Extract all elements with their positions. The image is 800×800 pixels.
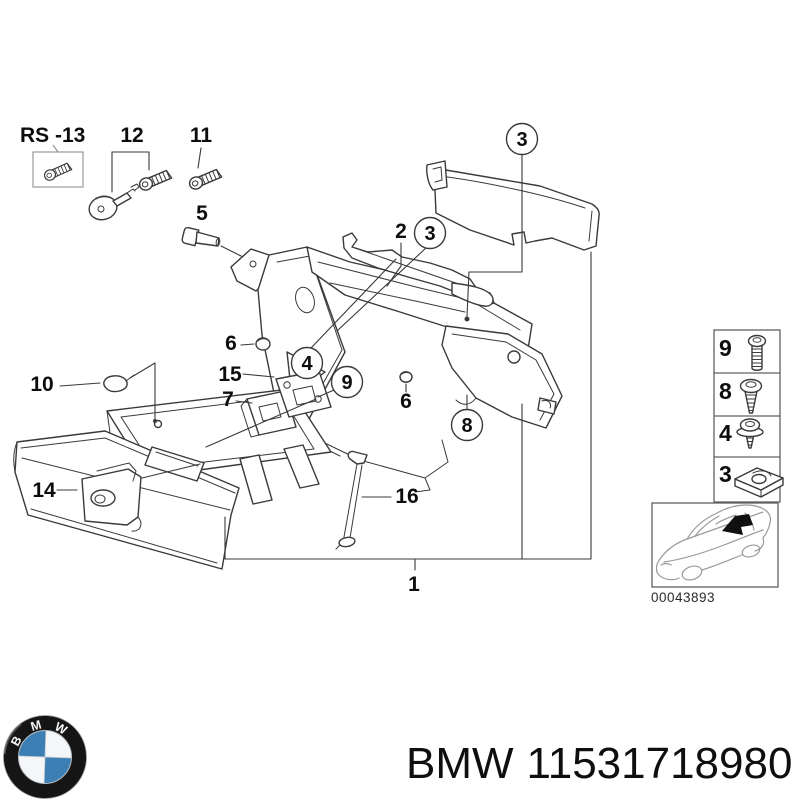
callout-1: 1 — [408, 573, 420, 596]
callout-5: 5 — [196, 202, 208, 225]
car-outline — [655, 504, 772, 581]
right-end-panel — [441, 325, 563, 429]
bmw-logo: B M W — [3, 715, 87, 799]
callout-7: 7 — [222, 388, 234, 411]
brand-text: BMW — [406, 739, 514, 788]
tapping-screw-icon — [739, 378, 763, 414]
logo-letter-m: M — [29, 718, 43, 734]
callout-16: 16 — [395, 485, 418, 508]
callout-11: 11 — [190, 124, 213, 147]
callout-labels: 6 6 15 7 10 14 16 2 1 3 3 4 9 8 — [30, 122, 539, 596]
svg-text:4: 4 — [301, 353, 313, 375]
part-number: 11531718980 — [527, 739, 793, 788]
footer: B M W BMW 11531718980 — [3, 715, 792, 799]
leader-lines — [56, 154, 592, 571]
circled-callout-4: 4 — [290, 346, 324, 380]
callout-12: 12 — [120, 124, 143, 147]
image-code: 00043893 — [651, 590, 715, 605]
circled-callout-3-top: 3 — [505, 122, 539, 156]
callout-6-right: 6 — [400, 390, 412, 413]
bracket-1 — [224, 251, 592, 571]
main-assembly — [13, 160, 600, 570]
svg-text:9: 9 — [341, 372, 352, 394]
mounting-rail — [342, 232, 495, 307]
legend-number-9: 9 — [719, 335, 732, 361]
support-strut — [335, 450, 368, 550]
part-number-text: BMW 11531718980 — [406, 739, 792, 788]
cover-part — [426, 160, 600, 251]
lock-cylinder-key-icon — [88, 183, 140, 221]
plug-cap-left — [255, 337, 271, 351]
button-head-screw-icon — [747, 334, 767, 371]
callout-10: 10 — [30, 373, 53, 396]
washer-screw-icon — [736, 418, 764, 449]
legend-number-4: 4 — [719, 420, 732, 446]
circled-callout-8: 8 — [450, 408, 484, 442]
svg-text:3: 3 — [424, 223, 435, 245]
car-locator: 00043893 — [651, 502, 779, 605]
circled-callout-3-mid: 3 — [413, 216, 447, 250]
callout-2: 2 — [395, 220, 407, 243]
location-arrow-icon — [722, 514, 753, 535]
callout-15: 15 — [218, 363, 242, 386]
rs13-label: RS -13 — [20, 124, 85, 147]
bolt-5-icon — [181, 226, 221, 247]
clip-nut-icon — [734, 467, 784, 498]
plug-cap-right — [399, 371, 413, 383]
top-fasteners: RS -13 12 11 5 — [20, 124, 248, 260]
svg-text:3: 3 — [516, 129, 527, 151]
callout-14: 14 — [32, 479, 56, 502]
bracket-12 — [111, 151, 150, 193]
svg-text:8: 8 — [461, 415, 472, 437]
circled-callout-9: 9 — [330, 365, 364, 399]
legend-number-8: 8 — [719, 378, 732, 404]
callout-6-left: 6 — [225, 332, 237, 355]
latch-part — [81, 462, 142, 532]
fastener-legend: 9 8 4 3 — [713, 329, 784, 503]
legend-number-3: 3 — [719, 461, 732, 487]
